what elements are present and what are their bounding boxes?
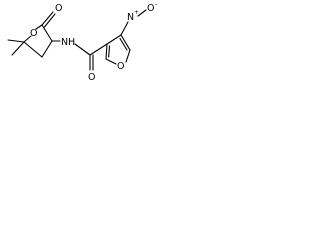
bond-ccarbonyl-cn — [41, 24, 53, 42]
bond-cme2-oring — [23, 35, 32, 43]
bond-furan-nitro — [120, 21, 129, 36]
furan-ring — [105, 34, 131, 65]
atom-amide-nitrogen: N — [61, 37, 68, 48]
bond-furan-c5-c4 — [120, 34, 131, 51]
bond-lactone-co-1 — [41, 11, 54, 26]
atom-lactone-ring-oxygen: O — [30, 28, 37, 39]
atom-amide-hydrogen: H — [68, 37, 75, 48]
chemical-structure-canvas: O O N H O O N + O - — [0, 0, 174, 83]
atom-lactone-carbonyl-oxygen: O — [55, 3, 62, 14]
bond-oring-ccarbonyl — [35, 24, 43, 30]
bond-furan-double-c2c3 — [108, 45, 111, 58]
nitro-group — [120, 9, 147, 36]
bond-namide-camide — [74, 43, 91, 56]
amide-linkage — [51, 40, 108, 71]
atom-nitro-nitrogen: N — [127, 12, 134, 23]
bond-furan-c3-c2 — [105, 43, 108, 60]
gem-dimethyl — [7, 39, 25, 56]
atom-nitro-oxygen: O — [147, 3, 154, 14]
lactone-ring — [23, 24, 53, 58]
lactone-carbonyl — [41, 11, 56, 28]
atom-labels: O O N H O O N + O - — [30, 1, 157, 83]
atom-amide-carbonyl-oxygen: O — [88, 72, 95, 83]
molecule-diagram: O O N H O O N + O - — [7, 1, 157, 83]
bond-camide-furan — [89, 43, 108, 56]
bond-methyl-a — [7, 39, 25, 43]
bond-ch2-cme2 — [23, 41, 43, 58]
bond-nitro-o-single — [137, 9, 147, 17]
atom-nitro-nitrogen-charge: + — [134, 9, 139, 16]
bond-furan-o1-c5 — [125, 49, 131, 63]
atom-nitro-oxygen-charge: - — [155, 1, 157, 8]
bond-furan-double-c4c5 — [119, 37, 128, 51]
bond-methyl-b — [11, 41, 25, 56]
bond-lactone-co-2 — [43, 13, 56, 28]
bond-furan-c4-c3 — [106, 34, 122, 45]
bond-cn-ch2 — [41, 40, 53, 58]
bond-furan-c2-o1 — [105, 58, 117, 65]
atom-furan-oxygen: O — [117, 61, 124, 72]
